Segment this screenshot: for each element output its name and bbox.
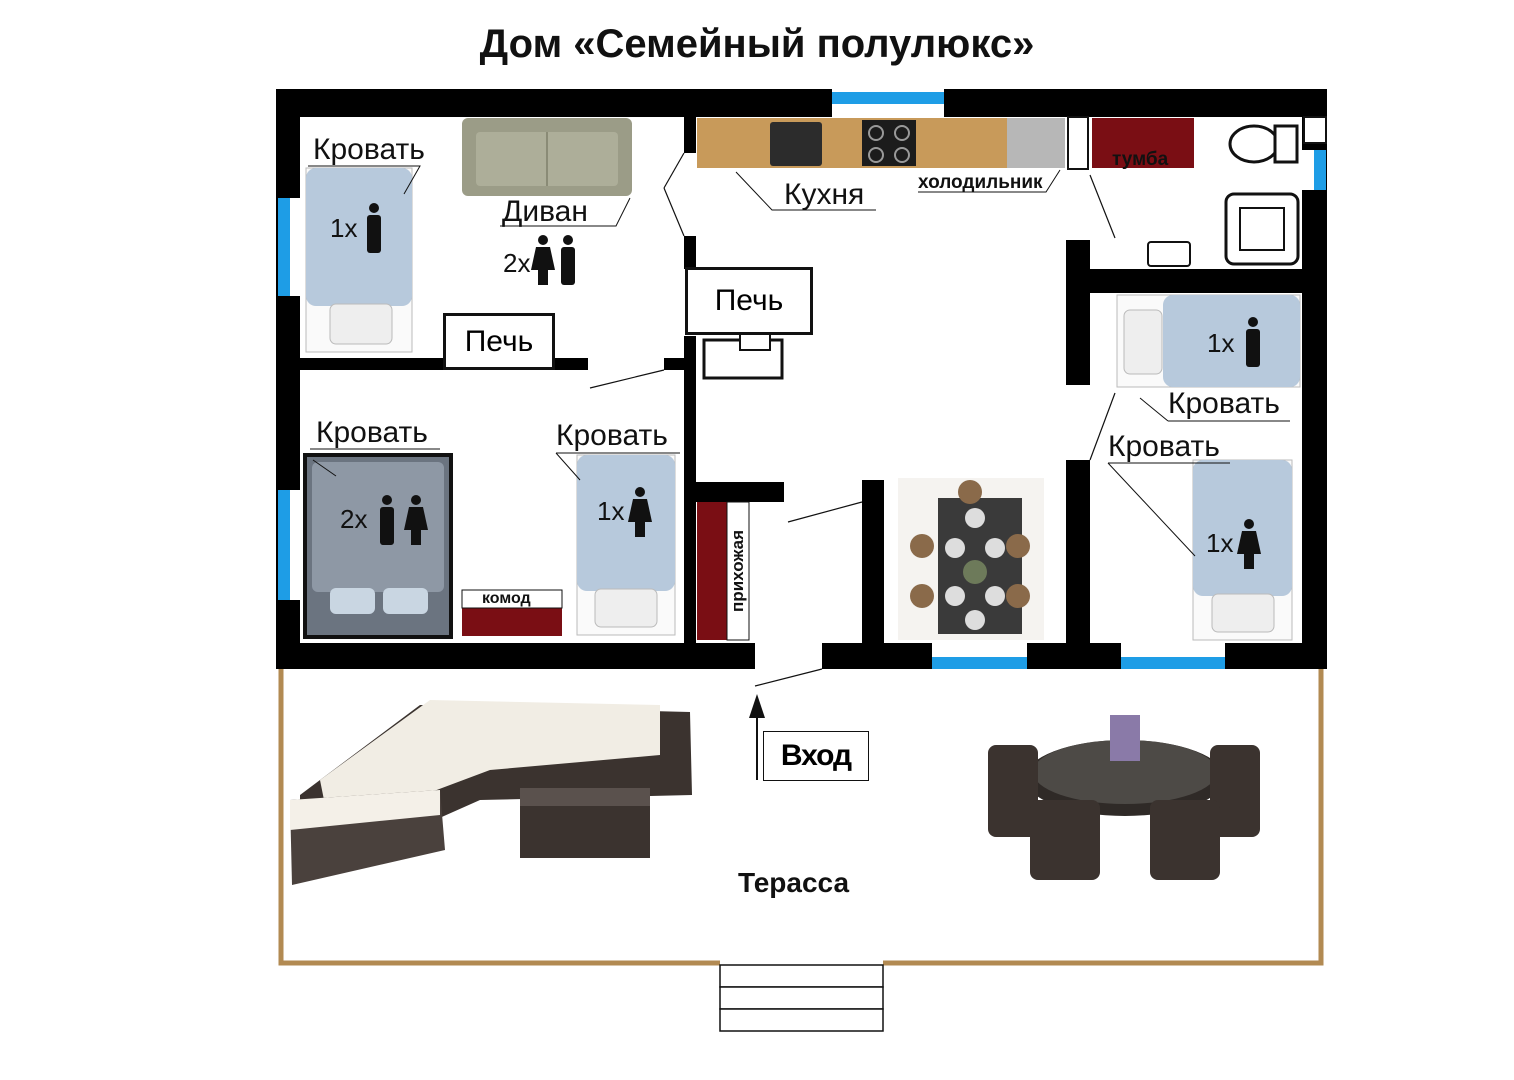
window-frames [290,104,1314,657]
steps [719,964,884,1032]
terrace-border [278,668,1324,966]
woman-icon [1237,519,1261,569]
door-swings [589,152,1116,687]
entrance-arrow [749,694,765,780]
leader-lines [308,165,1290,557]
hallway-cabinet [697,502,727,640]
stove-label: Печь [443,313,555,370]
windows [278,92,1326,669]
bed-label: Кровать [556,419,668,452]
bathroom-fixtures [1067,116,1327,267]
bed-label: Кровать [313,133,425,166]
terrace-dining [988,715,1260,880]
dresser [461,589,563,636]
bed-label: Кровать [1168,387,1280,420]
dining-table [898,478,1044,640]
hallway-label: прихожая [728,530,747,612]
fridge-label: холодильник [918,172,1043,193]
page-title: Дом «Семейный полулюкс» [479,22,1035,66]
man-icon [561,235,575,285]
hallway-cabinet-label-bg [726,501,750,641]
occupancy-count: 1x [1207,328,1235,358]
terrace-sofa [290,700,692,885]
bed-double [303,453,453,639]
man-icon [380,495,394,545]
kitchen-counter [697,118,1065,168]
sofa [462,118,632,196]
dresser-label: комод [482,590,531,607]
sofa-label: Диван [502,195,588,228]
terrace-label: Терасса [738,867,850,898]
stove-label: Печь [685,267,813,335]
woman-icon [531,235,555,285]
woman-icon [628,487,652,537]
occupancy-count: 1x [330,213,358,243]
nightstand-label: тумба [1112,149,1169,170]
bed-label: Кровать [316,416,428,449]
occupancy-count: 2x [340,504,368,534]
person-icons [367,203,1261,569]
stove-fire [702,331,784,380]
entrance-label: Вход [763,731,869,781]
occupancy-count: 1x [597,496,625,526]
kitchen-label: Кухня [784,178,865,211]
occupancy-count: 1x [1206,528,1234,558]
man-icon [367,203,381,253]
bed-middle [576,454,676,636]
bed-top-left [305,167,413,353]
man-icon [1246,317,1260,367]
bed-label: Кровать [1108,430,1220,463]
occupancy-count: 2x [503,248,531,278]
woman-icon [404,495,428,545]
bed-right-top [1116,294,1301,388]
